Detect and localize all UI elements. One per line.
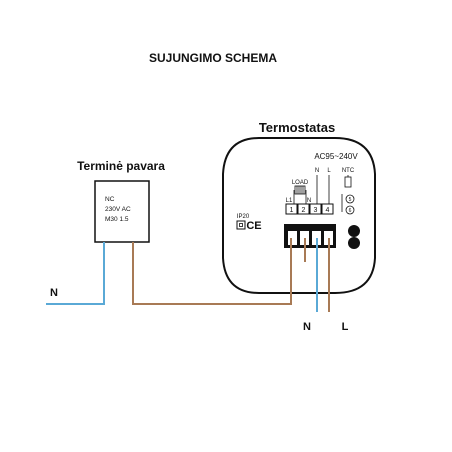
actuator-spec-thread: M30 1.5 <box>105 216 129 223</box>
left-neutral-label: N <box>50 287 58 299</box>
ntc-sensor-icon <box>344 176 355 215</box>
diagram-title: SUJUNGIMO SCHEMA <box>149 51 277 65</box>
actuator-box <box>94 180 150 243</box>
relay-symbol <box>293 185 307 204</box>
terminal-number-2: 2 <box>302 207 306 214</box>
actuator-spec-nc: NC <box>105 196 115 203</box>
supply-live-label: L <box>342 321 349 333</box>
load-label: LOAD <box>292 180 309 186</box>
terminal-block <box>284 224 360 249</box>
actuator-title: Terminė pavara <box>77 159 165 173</box>
ntc-terminal-5: 5 <box>349 197 352 203</box>
thermostat-title: Termostatas <box>259 120 335 135</box>
ntc-terminal-6: 6 <box>349 208 352 214</box>
terminal-label-n: N <box>315 168 319 174</box>
terminal-number-3: 3 <box>314 207 318 214</box>
terminal-label-ntc: NTC <box>342 168 355 174</box>
double-insulation-icon <box>236 220 246 230</box>
terminal-number-4: 4 <box>326 207 330 214</box>
terminal-label-n-small: N <box>307 198 311 204</box>
ce-mark: CE <box>246 220 261 232</box>
terminal-number-1: 1 <box>290 207 294 214</box>
supply-neutral-label: N <box>303 321 311 333</box>
terminal-label-l1: L1 <box>286 198 293 204</box>
terminal-number-boxes <box>285 203 334 215</box>
terminal-label-l: L <box>327 168 331 174</box>
live-wire-actuator <box>132 238 292 305</box>
ip-rating-label: IP20 <box>237 214 250 220</box>
neutral-wire-actuator <box>46 242 105 305</box>
thermostat-housing <box>222 137 376 294</box>
actuator-spec-voltage: 230V AC <box>105 206 131 213</box>
voltage-label: AC95~240V <box>314 152 358 161</box>
